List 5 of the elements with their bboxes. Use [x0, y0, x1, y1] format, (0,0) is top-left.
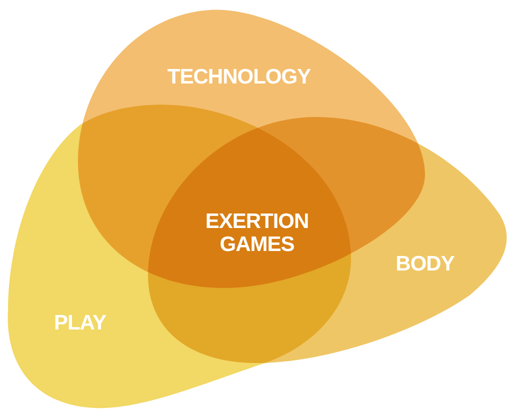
set-label: TECHNOLOGY [167, 66, 311, 88]
set-label: BODY [396, 252, 454, 276]
venn-blob [7, 104, 352, 408]
set-label: PLAY [54, 312, 106, 334]
intersection-label: EXERTION GAMES [204, 210, 310, 256]
